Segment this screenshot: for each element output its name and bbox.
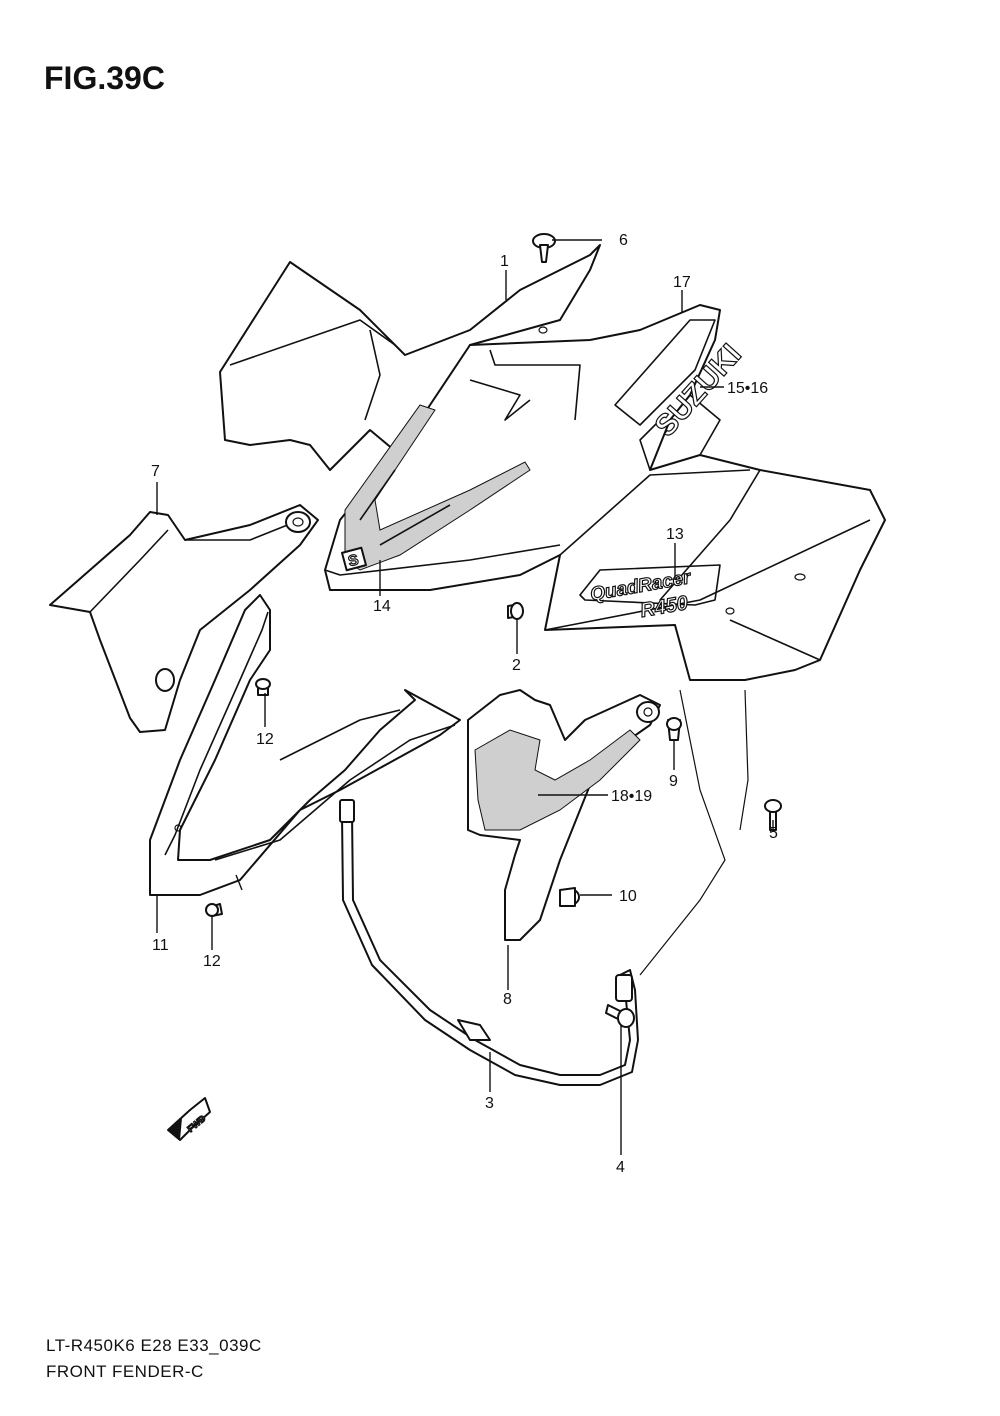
callout-label-3: 3	[485, 1095, 494, 1112]
trim-clip-part-6	[532, 233, 556, 263]
callout-label-2: 2	[512, 657, 521, 674]
callout-label-8: 8	[503, 991, 512, 1008]
screw-part-12a	[255, 678, 271, 696]
lower-left-side-panel-part	[149, 594, 461, 896]
callout-label-18-19: 18•19	[611, 788, 652, 805]
section-name-label: FRONT FENDER-C	[46, 1362, 204, 1381]
forward-direction-arrow: FWD	[167, 1097, 211, 1141]
screw-part-2	[507, 602, 524, 620]
callout-label-7: 7	[151, 463, 160, 480]
callout-label-6: 6	[619, 232, 628, 249]
callout-label-1: 1	[500, 253, 509, 270]
callout-label-17: 17	[673, 274, 691, 291]
support-bracket-part	[339, 799, 639, 1086]
callout-label-15-16: 15•16	[727, 380, 768, 397]
callout-label-14: 14	[373, 598, 391, 615]
callout-label-11: 11	[152, 937, 169, 954]
side-graphic-decal: S	[341, 404, 531, 572]
callout-label-5: 5	[769, 825, 778, 842]
bolt-part-4	[605, 1004, 635, 1028]
push-rivet-part-10	[559, 887, 580, 907]
trim-clip-part-9	[666, 717, 682, 741]
callout-label-4: 4	[616, 1159, 625, 1176]
screw-part-12b	[205, 903, 223, 917]
s-mark-text: S	[346, 551, 360, 570]
callout-label-12a: 12	[256, 731, 274, 748]
callout-label-9: 9	[669, 773, 678, 790]
figure-title: FIG.39C	[44, 60, 165, 96]
callout-label-13: 13	[666, 526, 684, 543]
left-inner-panel-part	[49, 504, 319, 733]
callout-label-12b: 12	[203, 953, 221, 970]
callout-label-10: 10	[619, 888, 637, 905]
model-code-label: LT-R450K6 E28 E33_039C	[46, 1336, 262, 1355]
right-mudguard-panel-part	[467, 689, 661, 941]
front-fender-main-part	[219, 244, 886, 681]
